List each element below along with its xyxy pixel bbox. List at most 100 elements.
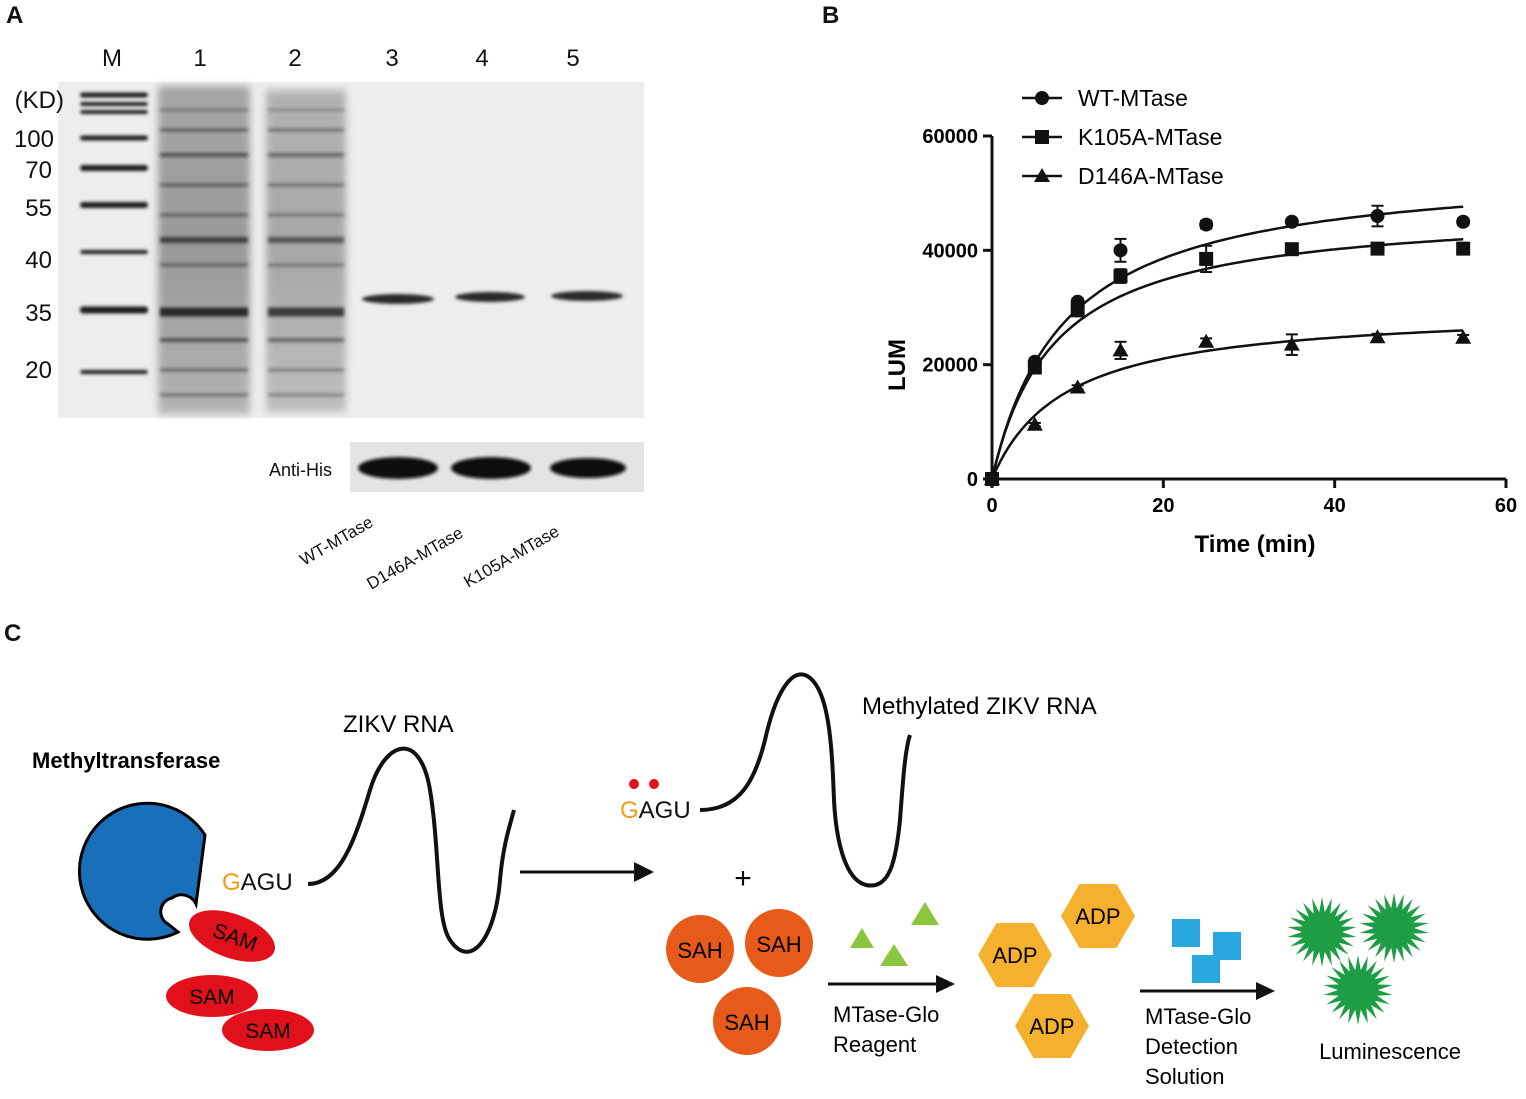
lane-label-5: 5 — [566, 45, 579, 72]
lane-1-band — [160, 128, 248, 132]
lane-1-band — [160, 109, 248, 111]
panel-letter-c: C — [4, 620, 22, 647]
y-tick-label: 0 — [967, 469, 978, 491]
sah-circle — [745, 909, 813, 977]
adp-text: ADP — [1075, 904, 1120, 929]
data-point-square — [1027, 360, 1042, 375]
lane-2-band — [268, 338, 344, 342]
panel-letter-b: B — [822, 2, 840, 29]
marker-band — [80, 370, 148, 374]
sample-label-wt: WT-MTase — [297, 512, 377, 569]
marker-band — [80, 306, 148, 314]
lane-1-band — [160, 237, 248, 243]
lane-label-m: M — [102, 45, 122, 72]
assay-schematic: Methyltransferase SAM SAM SAM GAGU ZIKV … — [32, 672, 1461, 1089]
sample-label-d146a: D146A-MTase — [364, 523, 467, 593]
detection-label-line1: MTase-Glo — [1145, 1004, 1251, 1029]
square-icon — [1172, 919, 1200, 947]
y-tick-label: 20000 — [922, 355, 978, 377]
lane-label-1: 1 — [193, 45, 206, 72]
seq-first-base: G — [222, 869, 241, 896]
lane-2-band — [268, 213, 344, 217]
marker-size-20: 20 — [25, 357, 52, 384]
lane-1-band — [160, 307, 248, 317]
lane-5-band — [551, 291, 623, 301]
gel-figure: M 1 2 3 4 5 (KD) 100 70 55 40 35 20 Anti… — [14, 45, 644, 593]
legend-label: WT-MTase — [1078, 85, 1188, 111]
data-point-triangle — [1369, 329, 1386, 344]
lane-3-band — [362, 294, 434, 304]
sah-text-3: SAH — [724, 1010, 769, 1035]
sam-ellipse — [222, 1009, 314, 1051]
data-point-triangle — [1283, 336, 1300, 351]
enzyme-label: Methyltransferase — [32, 748, 220, 773]
zikv-rna-label: ZIKV RNA — [343, 711, 454, 738]
y-tick-label: 60000 — [922, 126, 978, 148]
blot-band-3 — [550, 458, 626, 478]
marker-size-70: 70 — [25, 157, 52, 184]
data-point-triangle — [1198, 333, 1215, 348]
fit-curve-square — [990, 238, 1464, 480]
lane-2-band — [268, 237, 344, 243]
x-tick-label: 40 — [1324, 495, 1346, 517]
lane-2-smear — [266, 90, 346, 412]
legend-label: D146A-MTase — [1078, 163, 1224, 189]
sah-text-1: SAH — [677, 938, 722, 963]
sah-group: SAH SAH SAH — [666, 909, 813, 1055]
rna-sequence: GAGU — [222, 869, 293, 896]
reagent-arrow-head — [936, 975, 955, 993]
chart-fit-curves — [990, 205, 1464, 480]
methylated-rna-strand — [699, 672, 912, 888]
lane-2-band — [268, 109, 344, 111]
blot-label: Anti-His — [269, 460, 332, 480]
methyl-dot-icon — [649, 779, 659, 789]
unit-label: (KD) — [15, 87, 64, 114]
blot-band-2 — [451, 457, 531, 479]
lane-2-band — [268, 128, 344, 132]
methylated-rna-label: Methylated ZIKV RNA — [862, 693, 1097, 720]
lane-label-2: 2 — [288, 45, 301, 72]
x-tick-label: 0 — [986, 495, 997, 517]
sam-ellipse — [166, 975, 258, 1017]
lane-1-band — [160, 338, 248, 342]
lane-1-band — [160, 153, 248, 157]
sample-label-k105a: K105A-MTase — [461, 522, 563, 592]
lane-2-band — [268, 153, 344, 157]
data-point-triangle — [1026, 416, 1043, 431]
marker-size-100: 100 — [14, 126, 54, 153]
lane-4-band — [455, 292, 525, 302]
square-icon — [1192, 955, 1220, 983]
sam-ellipse — [189, 910, 275, 962]
gel-background — [58, 82, 644, 418]
marker-band — [80, 102, 148, 106]
y-axis-label: LUM — [884, 339, 911, 391]
y-tick-label: 40000 — [922, 240, 978, 262]
marker-band — [80, 202, 148, 208]
sam-text-3: SAM — [245, 1020, 291, 1043]
panel-letter-a: A — [6, 2, 24, 29]
lane-2-band — [268, 307, 344, 317]
detection-label-line3: Solution — [1145, 1064, 1225, 1089]
fit-curve-triangle — [990, 329, 1464, 480]
data-point-triangle — [1455, 329, 1472, 344]
triangle-icon — [880, 944, 908, 966]
sam-group: SAM SAM SAM — [166, 910, 314, 1051]
luminescence-label: Luminescence — [1319, 1039, 1461, 1064]
zikv-rna-strand — [307, 746, 516, 954]
luminescence-star-icon — [1287, 897, 1357, 967]
triangle-icon — [911, 902, 939, 925]
sah-circle — [713, 987, 781, 1055]
x-axis-label: Time (min) — [1195, 531, 1316, 558]
adp-hexagon — [1061, 883, 1135, 949]
data-point-circle — [1199, 217, 1214, 232]
lane-1-band — [160, 183, 248, 187]
marker-band — [80, 135, 148, 141]
luminescence-star-icon — [1359, 893, 1429, 963]
sah-text-2: SAH — [756, 932, 801, 957]
lane-2-band — [268, 183, 344, 187]
data-point-square — [1070, 303, 1085, 318]
adp-hexagon — [1015, 993, 1089, 1059]
